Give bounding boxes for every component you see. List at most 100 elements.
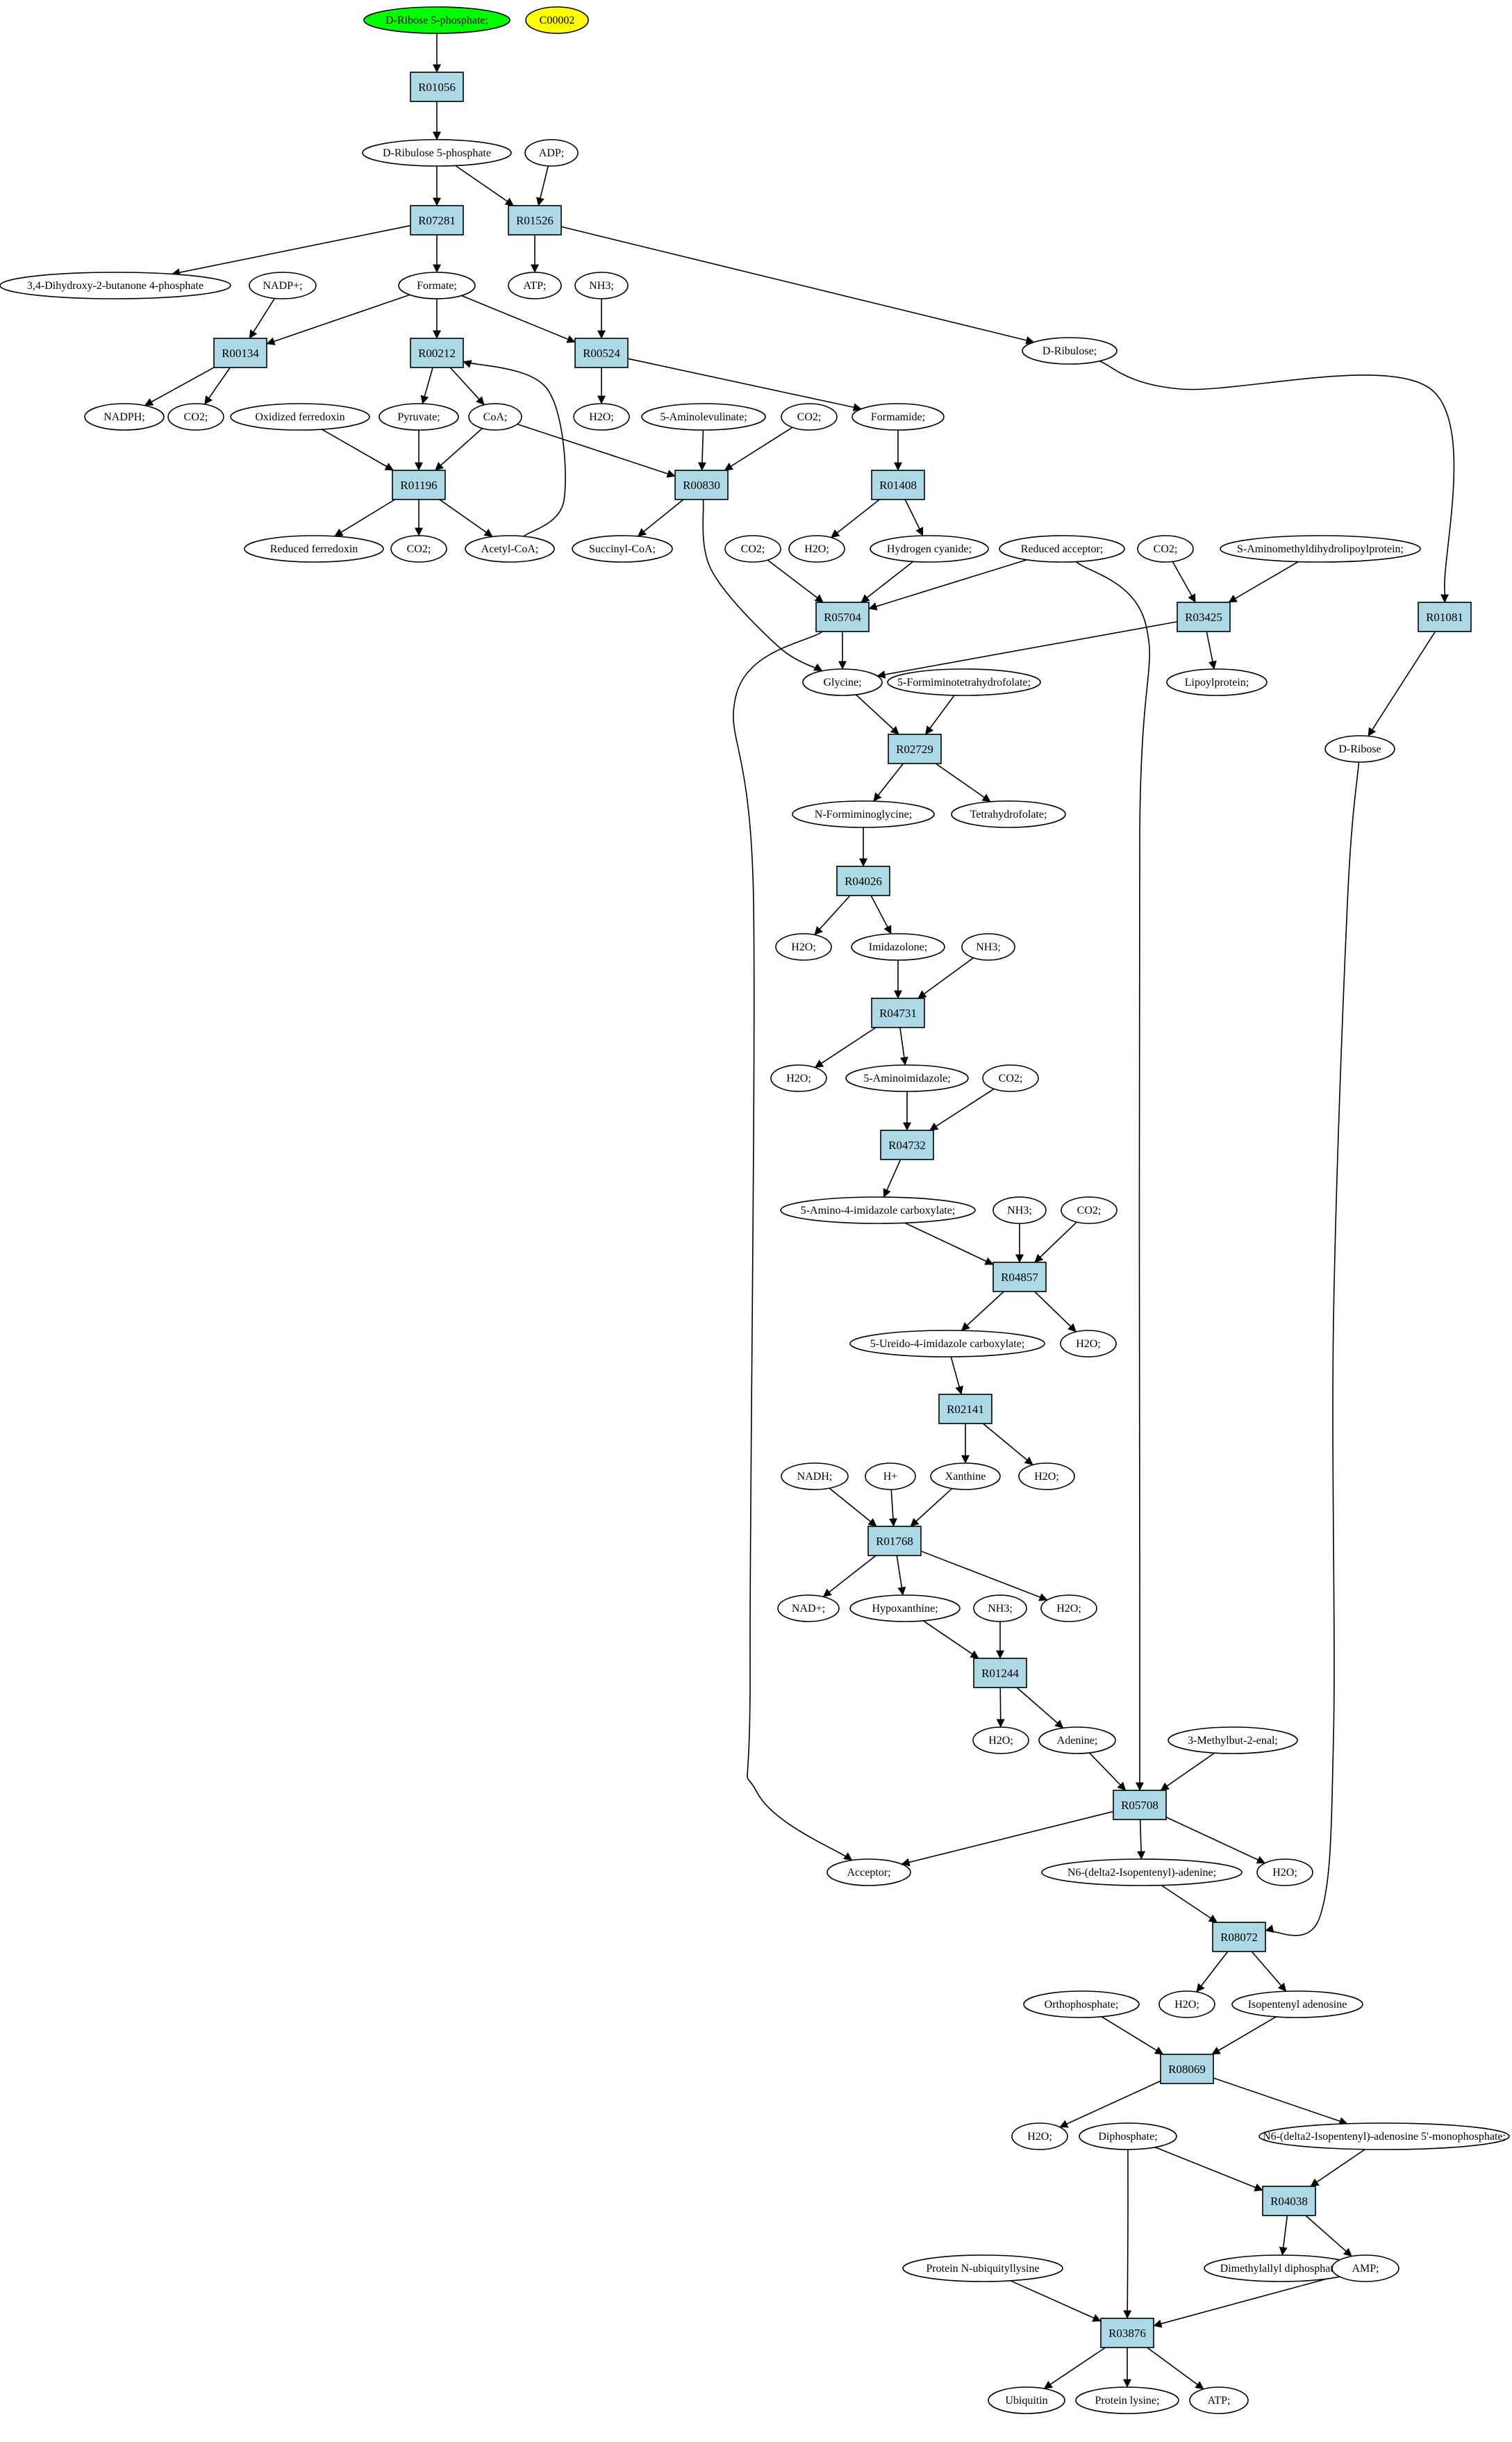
edge-coa-to-R01196 — [435, 427, 483, 471]
compound-protubiq: Protein N-ubiquityllysine — [902, 2254, 1063, 2282]
compound-ellipse — [887, 668, 1041, 696]
edge-R05708-to-h2o_9 — [1165, 1816, 1265, 1864]
compound-ellipse — [951, 800, 1066, 828]
reaction-label: R03876 — [1108, 2327, 1146, 2340]
compound-acetylcoa: Acetyl-CoA; — [465, 535, 555, 563]
edge-co2_4-to-R05704 — [767, 559, 824, 603]
compound-label: Protein N-ubiquityllysine — [926, 2263, 1039, 2275]
edge-R01244-to-adenine — [1016, 1687, 1064, 1729]
compound-ellipse — [572, 535, 673, 563]
compound-aminomethyl: S-Aminomethyldihydrolipoylprotein; — [1220, 535, 1421, 563]
reaction-r04038: R04038 — [1262, 2186, 1316, 2216]
edge-R04026-to-imidazolone — [870, 895, 892, 934]
compound-ellipse — [826, 1858, 911, 1886]
reaction-box — [880, 1130, 934, 1160]
reaction-r00524: R00524 — [574, 338, 629, 368]
compound-ellipse — [724, 535, 781, 563]
compound-label: D-Ribulose 5-phosphate — [383, 147, 491, 159]
reaction-box — [1160, 2054, 1214, 2084]
edge-coa-to-R00830 — [517, 423, 676, 478]
reaction-label: R07281 — [418, 214, 456, 227]
compound-ellipse — [1258, 2122, 1510, 2150]
compound-ellipse — [845, 1064, 969, 1092]
compound-hplus: H+ — [865, 1462, 916, 1490]
edge-aminomethyl-to-R03425 — [1228, 561, 1299, 603]
reaction-r08072: R08072 — [1212, 1922, 1266, 1952]
compound-label: H2O; — [804, 543, 829, 555]
compound-label: H2O; — [786, 1073, 811, 1084]
compound-h2o_4: H2O; — [770, 1064, 827, 1092]
compound-formiminoglycine: N-Formiminoglycine; — [792, 800, 935, 828]
compound-label: Lipoylprotein; — [1185, 677, 1249, 688]
reaction-box — [213, 338, 267, 368]
compound-co2_2: CO2; — [781, 403, 838, 431]
compound-ellipse — [902, 2254, 1063, 2282]
compound-ellipse — [1023, 1990, 1140, 2018]
edge-R00212-to-pyruvate — [420, 367, 433, 404]
compound-label: ATP; — [524, 280, 547, 292]
reaction-label: R08069 — [1168, 2063, 1206, 2076]
compound-ellipse — [1022, 337, 1118, 365]
reaction-box — [815, 602, 870, 632]
reaction-label: R04038 — [1270, 2195, 1308, 2208]
compound-aminolevulinate: 5-Aminolevulinate; — [641, 403, 766, 431]
compound-ellipse — [1137, 535, 1194, 563]
compound-co2_1: CO2; — [167, 403, 224, 431]
compound-label: 5-Formiminotetrahydrofolate; — [897, 677, 1031, 688]
reaction-box — [410, 338, 464, 368]
reaction-label: R01081 — [1426, 611, 1463, 624]
reaction-r01526: R01526 — [508, 205, 562, 236]
edge-R00134-to-co2_1 — [203, 367, 231, 405]
compound-n6isopentenyladenine: N6-(delta2-Isopentenyl)-adenine; — [1041, 1858, 1243, 1886]
compound-label: C00002 — [540, 15, 575, 26]
edge-adenine-to-R05708 — [1088, 1752, 1127, 1791]
reaction-label: R04731 — [879, 1007, 917, 1020]
compound-ellipse — [0, 272, 231, 299]
compound-isopentenyladenosine: Isopentenyl adenosine — [1231, 1990, 1363, 2018]
compound-label: Acetyl-CoA; — [481, 543, 539, 555]
compound-proteinlysine: Protein lysine; — [1075, 2386, 1179, 2414]
compound-label: CO2; — [741, 543, 765, 555]
compound-ellipse — [249, 272, 317, 299]
compound-dribose: D-Ribose — [1324, 735, 1395, 763]
reaction-label: R04857 — [1001, 1271, 1038, 1284]
compound-h2o_3: H2O; — [775, 933, 832, 961]
compound-label: 3,4-Dihydroxy-2-butanone 4-phosphate — [27, 280, 203, 292]
compound-label: Hypoxanthine; — [872, 1603, 938, 1615]
compound-label: H2O; — [791, 941, 816, 953]
compound-ellipse — [851, 403, 945, 431]
compound-glycine: Glycine; — [802, 668, 883, 696]
compound-aminoimidazolecarbox: 5-Amino-4-imidazole carboxylate; — [780, 1196, 976, 1224]
compound-label: H2O; — [1174, 1999, 1199, 2011]
compound-label: Reduced acceptor; — [1021, 543, 1104, 555]
reaction-box — [992, 1262, 1047, 1292]
edge-R04731-to-h2o_4 — [814, 1027, 877, 1069]
compound-h2o_6: H2O; — [1018, 1462, 1075, 1490]
compound-label: S-Aminomethyldihydrolipoylprotein; — [1237, 543, 1404, 555]
edge-xanthine-to-R01768 — [910, 1487, 953, 1527]
compound-pyruvate: Pyruvate; — [379, 403, 459, 431]
compound-ellipse — [781, 403, 838, 431]
edge-formate-to-R00524 — [461, 295, 576, 343]
compound-label: CoA; — [483, 411, 508, 423]
reaction-box — [1262, 2186, 1316, 2216]
compound-label: H2O; — [1076, 1338, 1101, 1350]
compound-label: Isopentenyl adenosine — [1248, 1999, 1347, 2011]
reaction-label: R01196 — [400, 479, 437, 492]
compound-label: Xanthine — [945, 1471, 986, 1483]
compound-nadpplus: NADP+; — [249, 272, 317, 299]
compound-label: ADP; — [539, 147, 564, 159]
compound-ellipse — [379, 403, 459, 431]
compound-label: 3-Methylbut-2-enal; — [1188, 1735, 1278, 1747]
edge-diphosphate-to-R03876 — [1123, 2149, 1132, 2319]
reaction-r02729: R02729 — [888, 734, 942, 764]
compound-ellipse — [973, 1594, 1027, 1622]
compound-label: NH3; — [589, 280, 614, 292]
edge-nadpplus-to-R00134 — [249, 298, 276, 339]
edge-R01768-to-nadplus — [822, 1555, 877, 1598]
compound-co2_3: CO2; — [390, 535, 447, 563]
edge-R04026-to-h2o_3 — [814, 895, 851, 936]
compound-formiminothf: 5-Formiminotetrahydrofolate; — [887, 668, 1041, 696]
reaction-label: R02141 — [947, 1403, 984, 1416]
edge-R08069-to-h2o_11 — [1059, 2080, 1161, 2128]
